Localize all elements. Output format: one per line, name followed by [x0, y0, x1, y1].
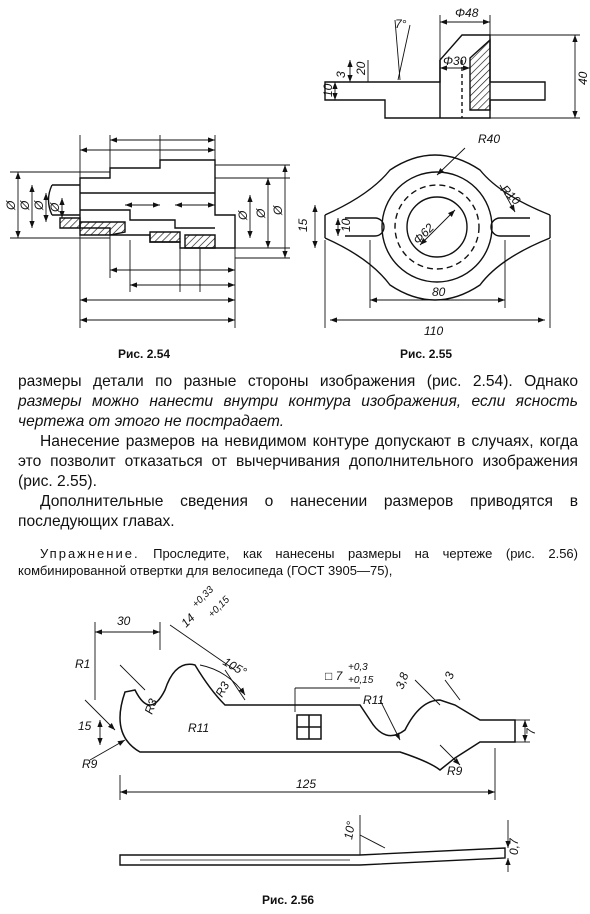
figure-2-54: [10, 135, 290, 328]
fig56-ang10: 10°: [341, 820, 358, 841]
figure-2-55-plan: [312, 147, 551, 328]
exercise-body: Проследите, как нанесены размеры на черт…: [18, 546, 578, 578]
fig56-r11a: R11: [188, 721, 209, 735]
fig55-d48: Φ48: [455, 6, 479, 20]
fig56-d14-tol-dn: +0,15: [206, 594, 232, 620]
fig56-sq7-tol-dn: +0,15: [348, 675, 374, 686]
fig56-sq7: □ 7: [325, 669, 344, 683]
figure-2-56-plan: [84, 622, 530, 800]
fig54-dim-5: Ø: [236, 210, 250, 221]
fig56-r3b: R3: [212, 679, 232, 700]
fig56-d38: 3,8: [393, 670, 412, 691]
fig55-d30: Φ30: [443, 54, 467, 68]
fig56-d15: 15: [78, 719, 92, 733]
fig55-h10: 10: [321, 83, 335, 97]
body-text: размеры детали по разные стороны изображ…: [18, 372, 578, 532]
fig55-r10: R10: [498, 182, 524, 208]
fig56-r11b: R11: [363, 693, 384, 707]
paragraph-3: Дополнительные сведения о нанесении разм…: [18, 493, 578, 530]
paragraph-1-part-a: размеры детали по разные стороны изображ…: [18, 373, 578, 390]
fig54-caption: Рис. 2.54: [118, 347, 170, 361]
fig56-d3: 3: [442, 670, 458, 681]
fig54-dim-6: Ø: [254, 208, 268, 219]
fig56-d07: 0,7: [507, 837, 521, 855]
fig55-r40: R40: [478, 132, 500, 146]
fig55-angle: 7°: [395, 17, 407, 31]
fig55-h40: 40: [576, 71, 590, 85]
exercise-label: Упражнение.: [40, 546, 140, 561]
fig55-caption: Рис. 2.55: [400, 347, 452, 361]
fig55-h20: 20: [354, 61, 368, 76]
fig55-w15: 15: [296, 218, 310, 232]
fig54-dim-1: Ø: [4, 200, 18, 211]
fig55-w80: 80: [432, 285, 446, 299]
fig55-w10: 10: [339, 218, 353, 232]
fig56-r9b: R9: [447, 764, 463, 778]
fig56-d125: 125: [296, 777, 316, 791]
fig56-r1: R1: [75, 657, 90, 671]
paragraph-1-italic: размеры можно нанести внутри контура изо…: [18, 393, 578, 430]
fig55-d62: Φ62: [410, 220, 437, 247]
fig55-w110: 110: [424, 324, 443, 338]
fig56-d30: 30: [117, 614, 131, 628]
fig56-r3a: R3: [142, 697, 161, 717]
fig56-angle105: 105°: [221, 654, 250, 679]
fig56-sq7-tol-up: +0,3: [348, 662, 368, 673]
figure-2-56-side: [119, 815, 511, 872]
fig54-dim-3: Ø: [32, 200, 46, 211]
fig54-dim-7: Ø: [271, 205, 285, 216]
fig55-h3: 3: [334, 71, 348, 78]
fig56-caption: Рис. 2.56: [262, 893, 314, 907]
paragraph-2: Нанесение размеров на невидимом контуре …: [18, 433, 578, 490]
paragraph-1: размеры детали по разные стороны изображ…: [18, 372, 578, 432]
fig56-d7: 7: [524, 727, 538, 735]
exercise-text: Упражнение. Проследите, как нанесены раз…: [18, 545, 578, 579]
fig56-d14: 14: [178, 611, 198, 631]
fig56-r9a: R9: [82, 757, 98, 771]
fig54-dim-4: Ø: [48, 202, 62, 213]
fig54-dim-2: Ø: [18, 200, 32, 211]
figure-2-55-side: [324, 15, 580, 119]
